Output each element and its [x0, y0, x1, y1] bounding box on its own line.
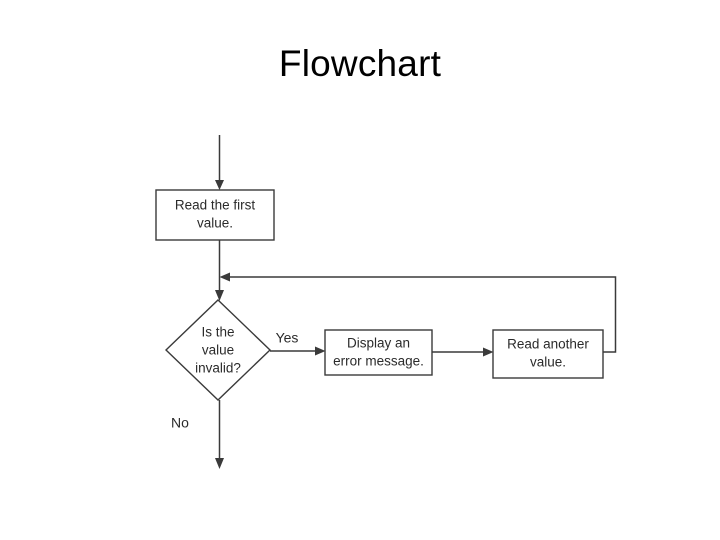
loop-back-line — [226, 276, 617, 353]
edge-display-error-to-read-another — [432, 347, 494, 357]
is-value-invalid-label-line2: value — [202, 343, 234, 358]
display-error-message-label-line2: error message. — [333, 354, 424, 369]
read-first-to-decision-arrowhead — [215, 290, 224, 301]
node-display-an-error-message[interactable]: Display an error message. — [324, 329, 433, 376]
node-read-another-value[interactable]: Read another value. — [492, 329, 604, 379]
no-exit-arrowhead — [215, 458, 224, 469]
edge-entry-to-read-first-value — [215, 135, 224, 190]
display-error-message-box[interactable] — [324, 329, 433, 376]
node-is-the-value-invalid[interactable]: Is the value invalid? — [164, 299, 272, 401]
loop-back-arrowhead — [219, 272, 230, 282]
read-another-value-label-line2: value. — [530, 355, 566, 370]
edge-label-yes: Yes — [276, 330, 299, 346]
edge-decision-no-exit — [215, 400, 224, 469]
read-another-value-label-line1: Read another — [507, 337, 589, 352]
display-error-message-label-line1: Display an — [347, 336, 410, 351]
read-first-value-box[interactable] — [155, 189, 275, 241]
edge-decision-to-display-error — [270, 346, 326, 356]
read-first-value-label-line2: value. — [197, 216, 233, 231]
is-value-invalid-label-line1: Is the — [201, 325, 234, 340]
entry-arrowhead — [215, 180, 224, 190]
decision-to-display-error-arrowhead — [315, 346, 326, 356]
edge-read-another-loop-back — [219, 272, 617, 353]
node-read-the-first-value[interactable]: Read the first value. — [155, 189, 275, 241]
display-error-to-read-another-arrowhead — [483, 347, 494, 357]
read-another-value-box[interactable] — [492, 329, 604, 379]
read-first-value-label-line1: Read the first — [175, 198, 256, 213]
edge-label-no: No — [171, 415, 189, 431]
is-value-invalid-label-line3: invalid? — [195, 361, 241, 376]
edge-read-first-value-to-decision — [215, 240, 224, 301]
is-value-invalid-diamond[interactable] — [164, 299, 272, 401]
page-title: Flowchart — [278, 43, 442, 84]
